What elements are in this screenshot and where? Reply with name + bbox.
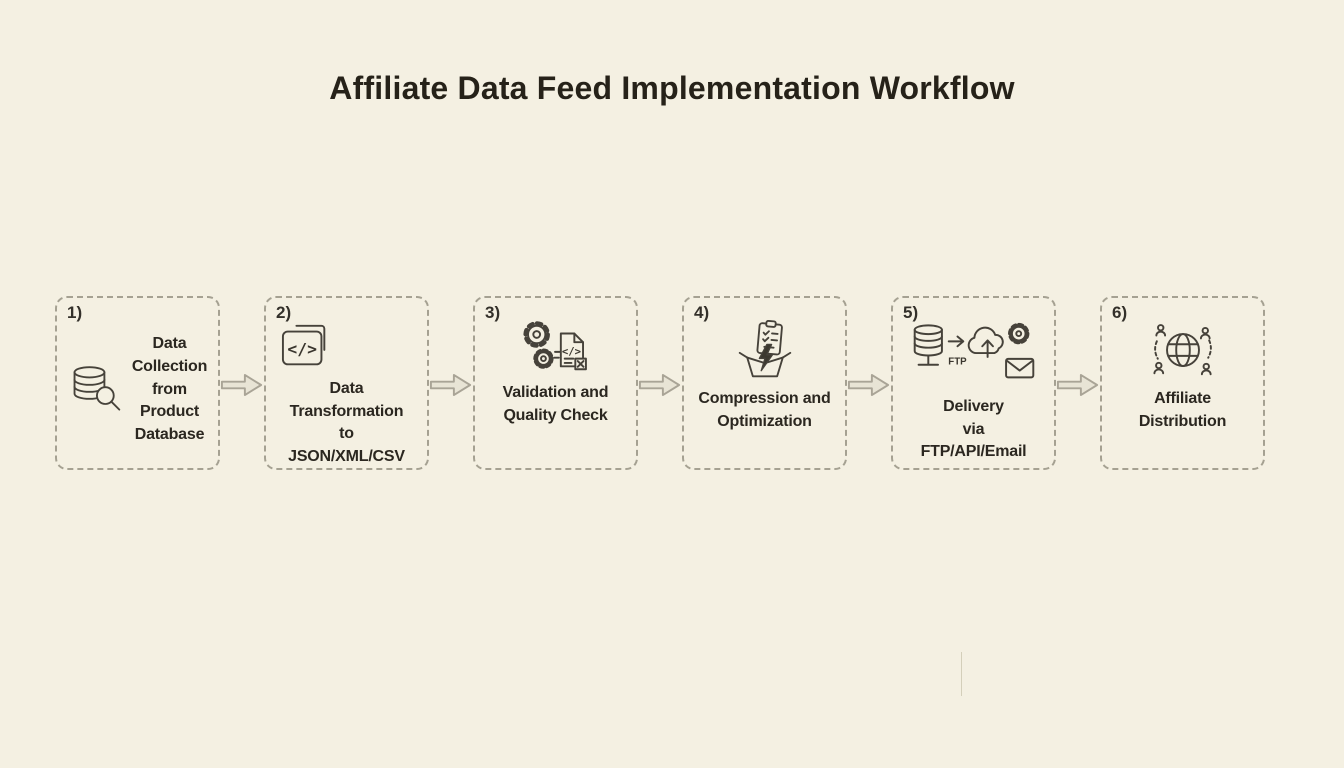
globe-users-icon [1147, 320, 1219, 382]
flow-arrow [220, 370, 264, 400]
stray-mark [961, 652, 962, 696]
box-lightning-icon [736, 320, 794, 382]
step-label: Compression and Optimization [698, 390, 831, 430]
step-number: 5) [903, 303, 919, 322]
database-search-icon [66, 362, 126, 418]
flow-arrow [429, 370, 473, 400]
step-delivery: 5) [891, 296, 1056, 470]
step-number: 6) [1112, 303, 1128, 322]
step-number: 1) [67, 303, 83, 322]
workflow-steps: 1) Data Collection from Produ [55, 296, 1265, 470]
step-data-collection: 1) Data Collection from Produ [55, 296, 220, 470]
flow-arrow [847, 370, 891, 400]
flow-arrow [1056, 370, 1100, 400]
step-label: Delivery via FTP/API/Email [920, 398, 1027, 461]
step-validation: 3) [473, 296, 638, 470]
step-label: Data Transformation to JSON/XML/CSV [288, 380, 405, 466]
ftp-label: FTP [948, 357, 967, 368]
step-number: 4) [694, 303, 710, 322]
step-label: Validation and Quality Check [502, 384, 609, 424]
flow-arrow [638, 370, 682, 400]
step-number: 2) [276, 303, 292, 322]
code-glyph: </> [561, 345, 580, 358]
step-label: Data Collection from Product Database [131, 335, 208, 444]
diagram-title: Affiliate Data Feed Implementation Workf… [329, 70, 1015, 106]
step-label: Affiliate Distribution [1138, 390, 1227, 430]
step-affiliate-distribution: 6) [1100, 296, 1265, 470]
code-transform-icon: </> [279, 320, 335, 372]
server-cloud-gear-email-icon: FTP [905, 320, 1043, 390]
step-data-transformation: 2) </> Data Transformation to JSON/XML/C… [264, 296, 429, 470]
step-compression: 4) [682, 296, 847, 470]
code-glyph: </> [287, 340, 317, 359]
gears-code-check-icon: </> [519, 320, 593, 376]
step-number: 3) [485, 303, 501, 322]
